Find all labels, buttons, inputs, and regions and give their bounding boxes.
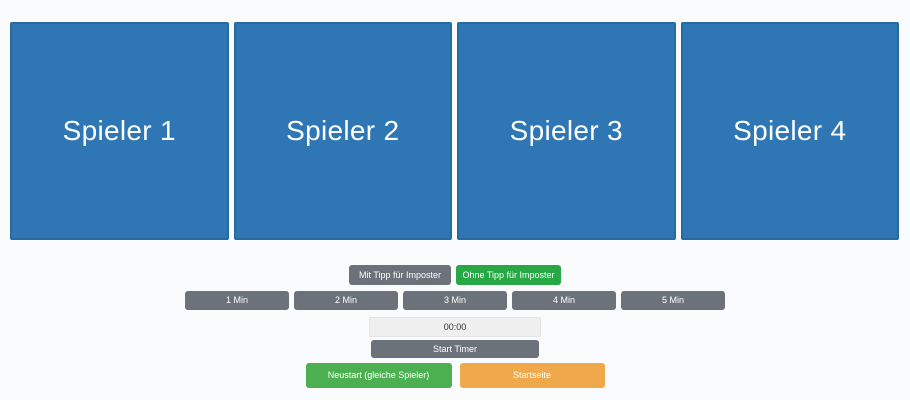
actions-row: Neustart (gleiche Spieler) Startseite xyxy=(305,363,605,388)
duration-4min-button[interactable]: 4 Min xyxy=(512,291,616,310)
player-cards-row: Spieler 1 Spieler 2 Spieler 3 Spieler 4 xyxy=(10,22,899,240)
player-card-label: Spieler 2 xyxy=(286,115,400,146)
start-timer-button[interactable]: Start Timer xyxy=(371,340,539,358)
duration-1min-button[interactable]: 1 Min xyxy=(185,291,289,310)
timer-display-row: 00:00 xyxy=(369,317,541,337)
without-hint-button[interactable]: Ohne Tipp für Imposter xyxy=(456,265,561,285)
player-card-4[interactable]: Spieler 4 xyxy=(680,22,899,240)
with-hint-button[interactable]: Mit Tipp für Imposter xyxy=(349,265,451,285)
start-timer-row: Start Timer xyxy=(371,340,539,358)
duration-5min-button[interactable]: 5 Min xyxy=(621,291,725,310)
duration-3min-button[interactable]: 3 Min xyxy=(403,291,507,310)
player-card-label: Spieler 3 xyxy=(509,115,623,146)
timer-display: 00:00 xyxy=(369,317,541,337)
player-card-3[interactable]: Spieler 3 xyxy=(457,22,676,240)
player-card-2[interactable]: Spieler 2 xyxy=(233,22,452,240)
controls-panel: Mit Tipp für Imposter Ohne Tipp für Impo… xyxy=(0,240,910,388)
player-card-1[interactable]: Spieler 1 xyxy=(10,22,229,240)
restart-same-players-button[interactable]: Neustart (gleiche Spieler) xyxy=(305,363,452,388)
home-button[interactable]: Startseite xyxy=(459,363,605,388)
timer-duration-row: 1 Min 2 Min 3 Min 4 Min 5 Min xyxy=(185,291,725,310)
hint-mode-row: Mit Tipp für Imposter Ohne Tipp für Impo… xyxy=(349,265,561,285)
player-card-label: Spieler 4 xyxy=(733,115,847,146)
player-card-label: Spieler 1 xyxy=(62,115,176,146)
duration-2min-button[interactable]: 2 Min xyxy=(294,291,398,310)
